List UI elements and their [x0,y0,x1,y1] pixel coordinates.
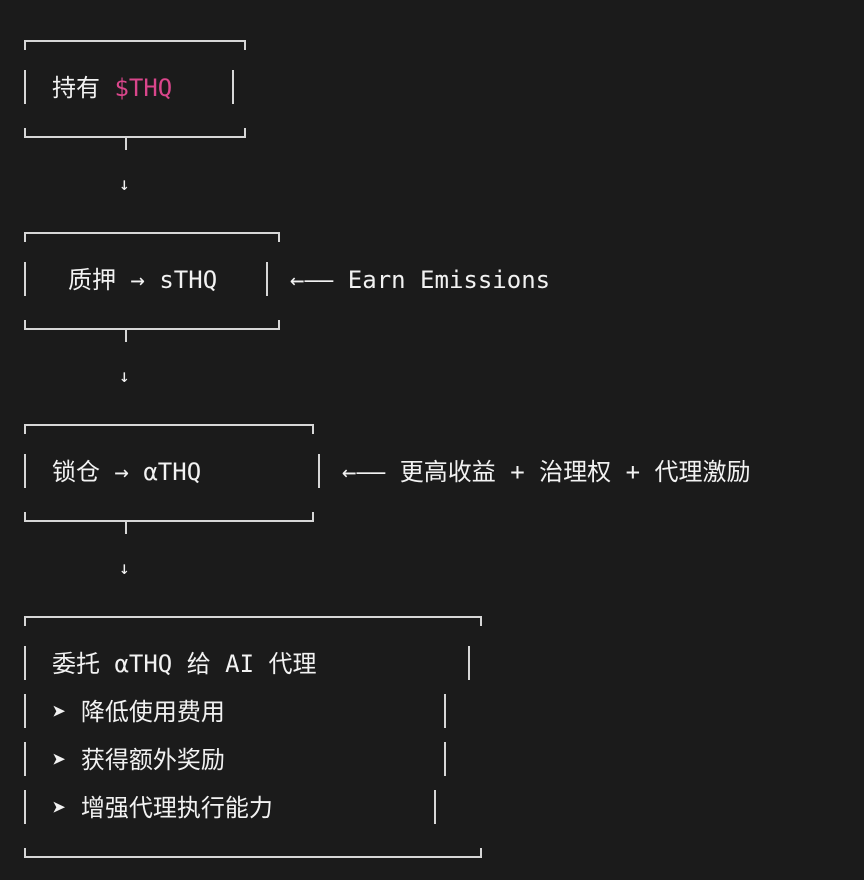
step-delegate-corner-tl [24,616,26,626]
step-lock-right-bar [318,454,320,488]
step-hold-prefix: 持有 [52,74,115,102]
step-delegate-right-bar-3 [444,742,446,776]
step-lock-left-bar [24,454,26,488]
step-delegate-right-bar-1 [468,646,470,680]
step-stake-label: 质押 → sTHQ [68,266,218,294]
step-delegate-left-bar-4 [24,790,26,824]
step-delegate-left-bar-1 [24,646,26,680]
down-arrow-1: ↓ [119,174,130,195]
step-hold-label: 持有 $THQ [52,72,172,104]
connector-1 [125,138,127,150]
step-hold-corner-br [244,128,246,138]
step-hold-right-bar [232,70,234,104]
step-hold-corner-tl [24,40,26,50]
step-delegate-right-bar-2 [444,694,446,728]
step-stake-corner-bl [24,320,26,330]
step-lock-box [24,424,314,522]
step-delegate-bullet-2: ➤ 获得额外奖励 [52,746,225,774]
step-delegate-corner-tr [480,616,482,626]
step-lock-corner-br [312,512,314,522]
step-hold-token: $THQ [114,74,173,102]
step-lock-side-note: ←—— 更高收益 + 治理权 + 代理激励 [342,458,751,486]
step-stake-left-bar [24,262,26,296]
step-stake-corner-tr [278,232,280,242]
connector-2 [125,330,127,342]
step-delegate-bullet-1: ➤ 降低使用费用 [52,698,225,726]
step-delegate-bullet-3: ➤ 增强代理执行能力 [52,794,273,822]
step-delegate-box [24,616,482,858]
step-delegate-corner-bl [24,848,26,858]
step-hold-box [24,40,246,138]
step-lock-corner-tr [312,424,314,434]
step-delegate-title: 委托 αTHQ 给 AI 代理 [52,650,317,678]
step-delegate-left-bar-2 [24,694,26,728]
step-stake-corner-tl [24,232,26,242]
down-arrow-3: ↓ [119,558,130,579]
step-stake-corner-br [278,320,280,330]
step-stake-side-note: ←—— Earn Emissions [290,266,551,294]
step-lock-label: 锁仓 → αTHQ [52,458,202,486]
step-stake-right-bar [266,262,268,296]
connector-3 [125,522,127,534]
step-hold-corner-bl [24,128,26,138]
step-lock-corner-tl [24,424,26,434]
step-stake-box [24,232,280,330]
step-delegate-corner-br [480,848,482,858]
step-hold-corner-tr [244,40,246,50]
down-arrow-2: ↓ [119,366,130,387]
step-delegate-left-bar-3 [24,742,26,776]
step-hold-left-bar [24,70,26,104]
step-delegate-right-bar-4 [434,790,436,824]
step-lock-corner-bl [24,512,26,522]
